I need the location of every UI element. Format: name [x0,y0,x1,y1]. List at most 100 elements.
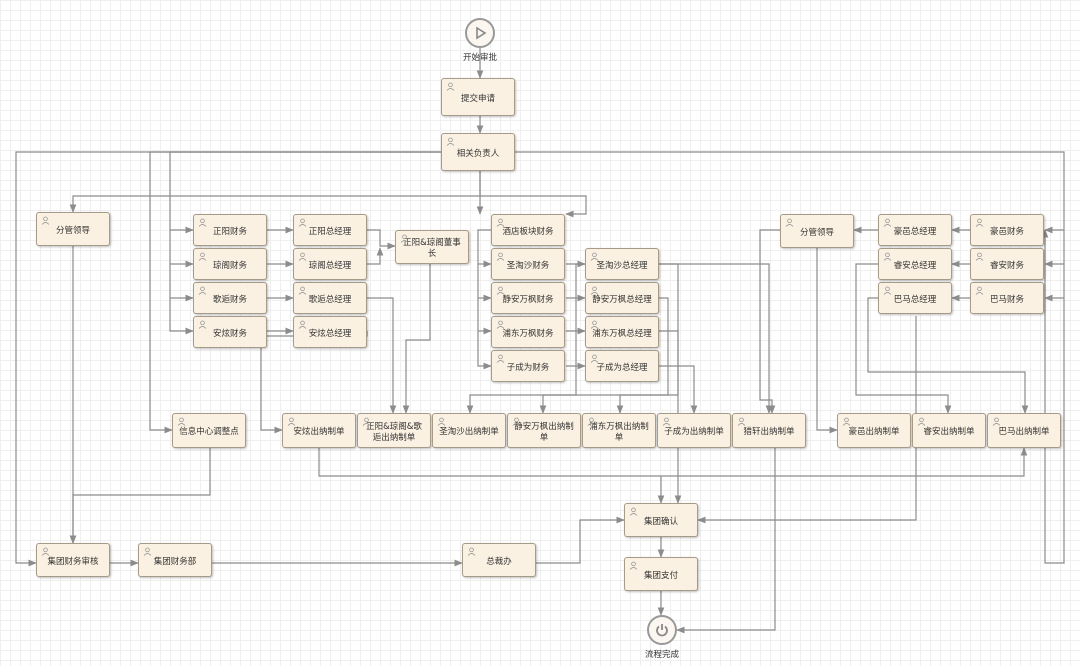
node-label: 琼阁财务 [212,260,247,271]
user-icon [177,417,186,426]
node-st-gm[interactable]: 圣淘沙总经理 [585,248,659,280]
node-group-pay[interactable]: 集团支付 [624,557,698,591]
node-jafs-gm[interactable]: 静安万枫总经理 [585,282,659,314]
node-ay-gm[interactable]: 安炫总经理 [293,316,367,348]
node-zcw-fin[interactable]: 子成为财务 [491,350,565,382]
start-event[interactable] [465,18,495,48]
node-label: 圣淘沙财务 [506,260,550,271]
node-label: 正阳&琼阁董事长 [403,238,461,259]
node-xy-fin[interactable]: 歌逅财务 [193,282,267,314]
node-bm-pay[interactable]: 巴马出纳制单 [987,413,1061,448]
node-ay-fin[interactable]: 安炫财务 [193,316,267,348]
node-label: 安炫总经理 [308,328,352,339]
node-lead-right[interactable]: 分管领导 [780,214,854,248]
node-xy-gm[interactable]: 歌逅总经理 [293,282,367,314]
node-hm-gm[interactable]: 豪邑总经理 [878,214,952,246]
node-bx-pay[interactable]: 猎轩出纳制单 [732,413,806,448]
node-label: 歌逅财务 [212,294,247,305]
user-icon [842,417,851,426]
user-icon [467,547,476,556]
node-label: 琼阁总经理 [308,260,352,271]
start-label: 开始审批 [462,53,497,63]
node-bm-gm[interactable]: 巴马总经理 [878,282,952,314]
edge-56 [676,448,776,634]
user-icon [41,547,50,556]
node-pdfs-pay[interactable]: 浦东万枫出纳制单 [582,413,656,448]
node-label: 总裁办 [486,556,512,567]
node-submit[interactable]: 提交申请 [441,78,515,116]
node-ra-gm[interactable]: 睿安总经理 [878,248,952,280]
node-st-fin[interactable]: 圣淘沙财务 [491,248,565,280]
user-icon [198,286,207,295]
user-icon [512,417,521,426]
edge-54 [318,447,1028,477]
node-group-confirm[interactable]: 集团确认 [624,503,698,537]
user-icon [975,218,984,227]
node-hotel-fin[interactable]: 酒店板块财务 [491,214,565,246]
node-zcw-pay[interactable]: 子成为出纳制单 [657,413,731,448]
node-jafs-fin[interactable]: 静安万枫财务 [491,282,565,314]
user-icon [737,417,746,426]
node-zyqg-chair[interactable]: 正阳&琼阁董事长 [395,230,469,264]
node-label: 安炫出纳制单 [293,427,345,437]
node-label: 浦东万枫总经理 [592,328,652,339]
user-icon [883,252,892,261]
node-label: 巴马出纳制单 [998,427,1050,437]
node-label: 分管领导 [799,227,834,238]
node-owner[interactable]: 相关负责人 [441,133,515,171]
user-icon [917,417,926,426]
power-icon [656,624,668,637]
user-icon [629,561,638,570]
node-pdfs-gm[interactable]: 浦东万枫总经理 [585,316,659,348]
node-label: 睿安总经理 [893,260,937,271]
node-group-dept[interactable]: 集团财务部 [138,543,212,577]
node-lead-left[interactable]: 分管领导 [36,212,110,246]
node-zy-gm[interactable]: 正阳总经理 [293,214,367,246]
node-zy-fin[interactable]: 正阳财务 [193,214,267,246]
user-icon [992,417,1001,426]
node-ra-fin[interactable]: 睿安财务 [970,248,1044,280]
node-st-pay[interactable]: 圣淘沙出纳制单 [432,413,506,448]
user-icon [975,286,984,295]
node-label: 静安万枫财务 [502,294,554,305]
node-jafs-pay[interactable]: 静安万枫出纳制单 [507,413,581,448]
edge-47 [69,448,211,544]
node-label: 豪邑财务 [989,226,1024,237]
node-qg-gm[interactable]: 琼阁总经理 [293,248,367,280]
user-icon [496,218,505,227]
user-icon [496,252,505,261]
edge-21 [367,297,397,414]
node-president[interactable]: 总裁办 [462,543,536,577]
end-event[interactable] [647,615,677,645]
node-zyqgxy-pay[interactable]: 正阳&琼阁&歌逅出纳制单 [357,413,431,448]
node-label: 睿安财务 [989,260,1024,271]
node-ra-pay[interactable]: 睿安出纳制单 [912,413,986,448]
node-label: 提交申请 [460,93,495,104]
user-icon [496,286,505,295]
node-info-center[interactable]: 信息中心调整点 [172,413,246,448]
user-icon [496,320,505,329]
node-group-audit[interactable]: 集团财务审核 [36,543,110,577]
node-label: 睿安出纳制单 [923,427,975,437]
node-zcw-gm[interactable]: 子成为总经理 [585,350,659,382]
node-label: 集团财务部 [153,556,197,567]
user-icon [446,137,455,146]
user-icon [590,252,599,261]
node-label: 豪邑总经理 [893,226,937,237]
node-pdfs-fin[interactable]: 浦东万枫财务 [491,316,565,348]
user-icon [198,252,207,261]
node-qg-fin[interactable]: 琼阁财务 [193,248,267,280]
node-label: 浦东万枫财务 [502,328,554,339]
edge-38 [759,229,780,414]
node-hm-pay[interactable]: 豪邑出纳制单 [837,413,911,448]
node-ay-pay[interactable]: 安炫出纳制单 [282,413,356,448]
node-hm-fin[interactable]: 豪邑财务 [970,214,1044,246]
edge-51 [536,516,625,564]
user-icon [590,354,599,363]
user-icon [298,252,307,261]
user-icon [587,417,596,426]
node-bm-fin[interactable]: 巴马财务 [970,282,1044,314]
node-label: 集团财务审核 [47,556,99,567]
node-label: 正阳&琼阁&歌逅出纳制单 [366,421,422,443]
